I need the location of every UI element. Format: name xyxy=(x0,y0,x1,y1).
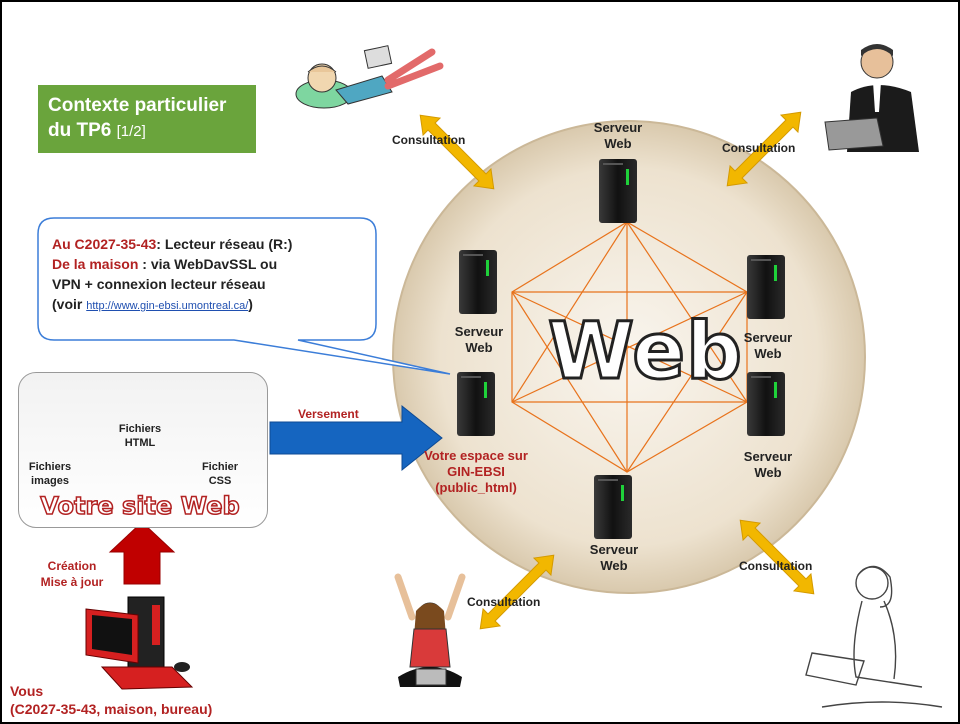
consultation-label-top-left: Consultation xyxy=(392,133,466,147)
title-part1: Contexte particulier xyxy=(48,95,227,116)
slide-title: Contexte particulier du TP6 [1/2] xyxy=(38,85,256,153)
businessman-icon xyxy=(824,44,919,152)
server-right-bottom xyxy=(747,372,785,436)
callout-line3: VPN + connexion lecteur réseau xyxy=(52,276,266,292)
access-callout: Au C2027-35-43: Lecteur réseau (R:) De l… xyxy=(40,230,382,320)
consultation-arrow-bottom-left xyxy=(479,554,555,630)
callout-line4: (voir http://www.gin-ebsi.umontreal.ca/) xyxy=(52,296,253,312)
web-center-label: Web xyxy=(547,306,744,399)
server-bottom xyxy=(594,475,632,539)
consultation-arrow-top-right xyxy=(726,111,802,187)
site-title: Votre site Web xyxy=(40,491,241,521)
web-circle xyxy=(392,120,866,594)
callout-line2: De la maison : via WebDavSSL ou xyxy=(52,256,278,272)
gin-ebsi-link[interactable]: http://www.gin-ebsi.umontreal.ca/ xyxy=(86,300,249,312)
server-left xyxy=(459,250,497,314)
versement-arrow xyxy=(269,404,443,472)
versement-label: Versement xyxy=(298,407,359,421)
person-reading-icon xyxy=(295,45,444,109)
creation-arrow xyxy=(108,521,176,585)
vous-label: Vous(C2027-35-43, maison, bureau) xyxy=(10,683,213,717)
my-space-label: Votre espace sur GIN-EBSI (public_html) xyxy=(424,448,528,495)
site-files-panel xyxy=(18,372,268,528)
woman-laptop-sketch-icon xyxy=(805,565,943,708)
title-page-indicator: [1/2] xyxy=(116,123,146,140)
woman-cheering-icon xyxy=(394,573,466,687)
consultation-label-top-right: Consultation xyxy=(722,141,796,155)
consultation-label-bottom-right: Consultation xyxy=(739,559,813,573)
title-part2: du TP6 xyxy=(48,120,112,141)
computer-icon xyxy=(85,596,194,690)
server-right-top xyxy=(747,255,785,319)
consultation-arrow-bottom-right xyxy=(739,519,815,595)
server-top xyxy=(599,159,637,223)
consultation-label-bottom-left: Consultation xyxy=(467,595,541,609)
consultation-arrow-top-left xyxy=(419,114,495,190)
callout-bubble xyxy=(37,217,451,375)
server-my-space xyxy=(457,372,495,436)
callout-line1: Au C2027-35-43: Lecteur réseau (R:) xyxy=(52,236,293,252)
